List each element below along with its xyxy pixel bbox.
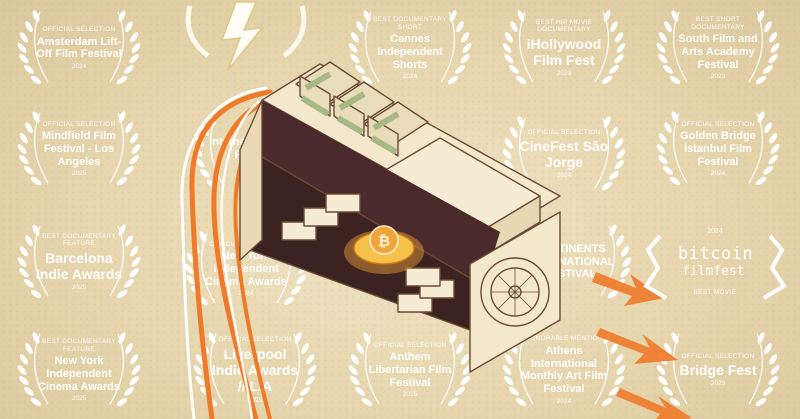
award-name: Mindfield Film Festival - Los Angeles xyxy=(42,130,116,168)
laurel-wreath-icon xyxy=(17,332,141,407)
svg-text:₿: ₿ xyxy=(378,232,390,250)
laurel-award: Best Documentary ShortCannes Independent… xyxy=(335,4,485,88)
award-year: 2024 xyxy=(710,170,726,178)
laurel-wreath-icon xyxy=(656,10,780,85)
award-label: OFFICIAL SELECTION xyxy=(527,128,601,136)
laurel-award: Best Short DocumentarySouth Film and Art… xyxy=(643,4,793,88)
award-label: OFFICIAL SELECTION xyxy=(681,120,755,128)
laurel-award: BEST DOCUMENTARY FEATURE New York Indepen… xyxy=(4,326,154,410)
laurel-wreath-icon xyxy=(348,10,472,85)
award-year: 2025 xyxy=(71,395,87,403)
badge-year: 2024 xyxy=(707,228,723,235)
laurel-wreath-icon xyxy=(656,111,780,186)
award-name: Amsterdam Lift-Off Film Festival xyxy=(36,35,122,61)
award-year: 2024 xyxy=(238,290,254,298)
laurel-wreath-icon xyxy=(502,10,626,85)
bitcoin-filmfest-badge: 2024 bitcoin filmfest BEST MOVIE xyxy=(640,228,790,318)
laurel-wreath-icon xyxy=(193,332,317,407)
award-year: 2024 xyxy=(556,397,572,405)
award-label: OFFICIAL SELECTION xyxy=(42,120,116,128)
award-year: 2023 xyxy=(710,380,726,388)
laurel-award: OFFICIAL SELECTION Amsterdam Lift-Off Fil… xyxy=(4,4,154,88)
laurel-award: OFFICIAL SELECTION Mindfield Film Festiva… xyxy=(4,105,154,189)
award-name: Athens International Monthly Art Film Fe… xyxy=(520,345,608,396)
award-label: HONORABLE MENTION xyxy=(525,335,603,343)
award-name: New York Independent Cinema Awards xyxy=(38,355,120,393)
award-label: Best Short Documentary xyxy=(691,15,745,31)
award-label: OFFICIAL SELECTION xyxy=(681,352,755,360)
award-year: 2025 xyxy=(71,284,87,292)
award-year: 2023 xyxy=(710,73,726,81)
laurel-wreath-icon xyxy=(656,332,780,407)
asic-miner xyxy=(239,61,561,373)
badge-subtitle: filmfest xyxy=(682,264,745,279)
award-label: BEST DOCUMENTARY FEATURE xyxy=(42,337,116,353)
award-year: 2024 xyxy=(556,172,572,180)
award-year: 2025 xyxy=(402,391,418,399)
laurel-wreath-icon xyxy=(17,224,141,299)
bitcoin-filmfest-logo-icon xyxy=(643,234,787,300)
award-year: 2025 xyxy=(247,396,263,404)
award-year: 2024 xyxy=(402,73,418,81)
award-year: 2025 xyxy=(71,170,87,178)
badge-title: bitcoin xyxy=(678,244,754,264)
laurel-award: OFFICIAL SELECTION Anthem Libertarian Fil… xyxy=(335,326,485,410)
badge-caption: BEST MOVIE xyxy=(693,290,737,296)
award-name: Barcelona Indie Awards xyxy=(35,250,123,283)
award-label: OFFICIAL SELECTION xyxy=(373,341,447,349)
award-name: Golden Bridge İstanbul Film Festival xyxy=(680,130,756,168)
laurel-wreath-icon xyxy=(348,332,472,407)
award-label: OFFICIAL SELECTION xyxy=(218,336,292,344)
fan-icon xyxy=(480,257,550,327)
laurel-award: OFFICIAL SELECTION Golden Bridge İstanbul… xyxy=(643,105,793,189)
award-label: OFFICIAL SELECTION xyxy=(42,25,116,33)
award-name: Anthem Libertarian Film Festival xyxy=(368,351,452,389)
lightning-icon xyxy=(185,1,307,71)
award-year: 2024 xyxy=(71,63,87,71)
award-name: iHollywood Film Fest xyxy=(526,36,602,69)
award-label: Best Hip Movie Documentary xyxy=(535,18,593,34)
arrow-icons xyxy=(592,272,692,419)
laurel-wreath-icon xyxy=(17,10,141,85)
laurel-award: BEST DOCUMENTARY FEATURE Barcelona Indie … xyxy=(4,218,154,302)
laurel-award: Best Hip Movie Documentary iHollywood Fil… xyxy=(489,4,639,88)
award-name: CineFest São Jorge xyxy=(519,138,609,171)
award-label: BEST DOCUMENTARY FEATURE xyxy=(42,232,116,248)
award-name: Cannes Independent Shorts xyxy=(377,33,443,71)
award-name: South Film and Arts Academy Festival xyxy=(678,33,758,71)
award-label: Best Documentary Short xyxy=(373,15,447,31)
bitcoin-icon: ₿ xyxy=(344,225,424,274)
laurel-wreath-icon xyxy=(17,111,141,186)
award-year: 2023 xyxy=(556,70,572,78)
award-name: Bridge Fest xyxy=(679,362,757,379)
